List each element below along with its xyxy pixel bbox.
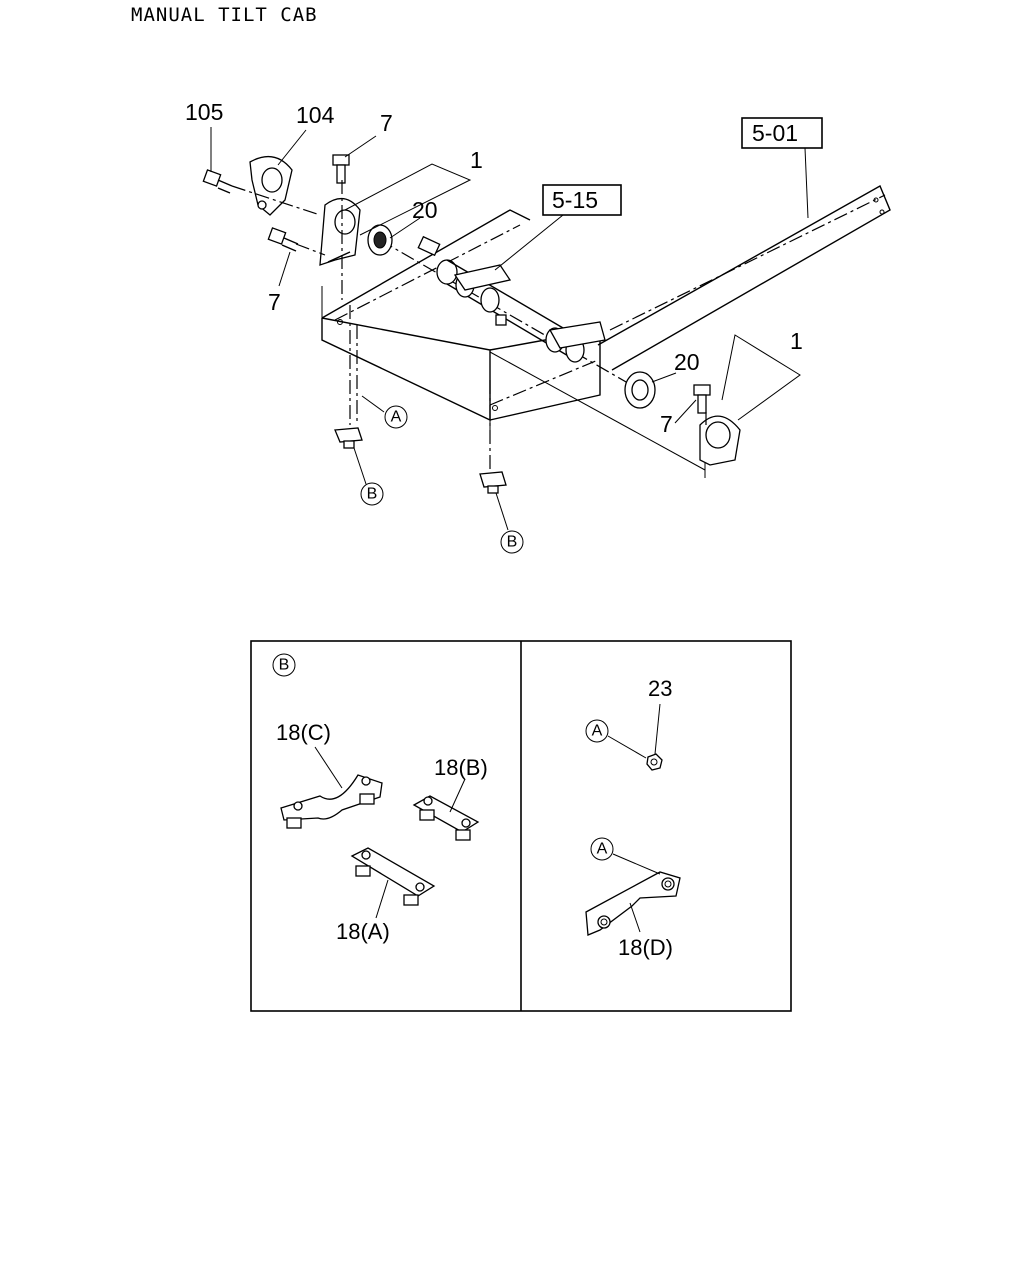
ref-label-5-15: 5-15 bbox=[552, 187, 598, 213]
bracket-left bbox=[319, 198, 361, 266]
clip-right bbox=[479, 471, 507, 494]
svg-text:B: B bbox=[367, 486, 378, 503]
svg-text:A: A bbox=[597, 841, 608, 858]
clip-left bbox=[334, 427, 363, 449]
marker-b-left: B bbox=[360, 482, 384, 506]
svg-text:A: A bbox=[592, 723, 603, 740]
ref-box-5-15: 5-15 bbox=[542, 184, 622, 216]
nut-23 bbox=[646, 753, 663, 771]
callout-104: 104 bbox=[296, 102, 335, 128]
callout-18d: 18(D) bbox=[618, 935, 673, 960]
bracket-18d bbox=[585, 871, 681, 936]
bolt-7-right bbox=[693, 384, 711, 414]
svg-text:A: A bbox=[391, 409, 402, 426]
ref-box-5-01: 5-01 bbox=[741, 117, 823, 149]
callout-18a: 18(A) bbox=[336, 919, 390, 944]
clip-18c bbox=[280, 774, 383, 829]
callout-20-top: 20 bbox=[412, 197, 438, 223]
marker-b-right: B bbox=[500, 530, 524, 554]
marker-a-panel-bottom: A bbox=[590, 837, 614, 861]
bolt-7-left bbox=[267, 227, 299, 252]
bracket-right bbox=[699, 415, 741, 466]
callout-1-top: 1 bbox=[470, 147, 483, 173]
callout-105: 105 bbox=[185, 99, 223, 125]
plate-104 bbox=[249, 155, 293, 216]
page-title: MANUAL TILT CAB bbox=[131, 4, 318, 26]
callout-7-top: 7 bbox=[380, 110, 393, 136]
main-frame bbox=[321, 185, 891, 478]
pivot-shaft bbox=[379, 235, 641, 391]
callout-1-right: 1 bbox=[790, 328, 803, 354]
svg-text:B: B bbox=[507, 534, 518, 551]
bolt-105 bbox=[202, 169, 233, 194]
marker-b-panel: B bbox=[272, 653, 296, 677]
ref-label-5-01: 5-01 bbox=[752, 120, 798, 146]
svg-text:B: B bbox=[279, 657, 290, 674]
marker-a-main: A bbox=[384, 405, 408, 429]
bushing-right bbox=[624, 371, 656, 409]
detail-panel: B 18(C) 18(B) bbox=[250, 640, 792, 1012]
callout-7-right: 7 bbox=[660, 411, 673, 437]
callout-18b: 18(B) bbox=[434, 755, 488, 780]
marker-a-panel-top: A bbox=[585, 719, 609, 743]
callout-23: 23 bbox=[648, 676, 672, 701]
bolt-7-top bbox=[332, 154, 350, 184]
callout-7-left: 7 bbox=[268, 289, 281, 315]
clip-18b bbox=[412, 795, 480, 841]
clip-18a bbox=[350, 847, 436, 906]
callout-20-right: 20 bbox=[674, 349, 700, 375]
callout-18c: 18(C) bbox=[276, 720, 331, 745]
